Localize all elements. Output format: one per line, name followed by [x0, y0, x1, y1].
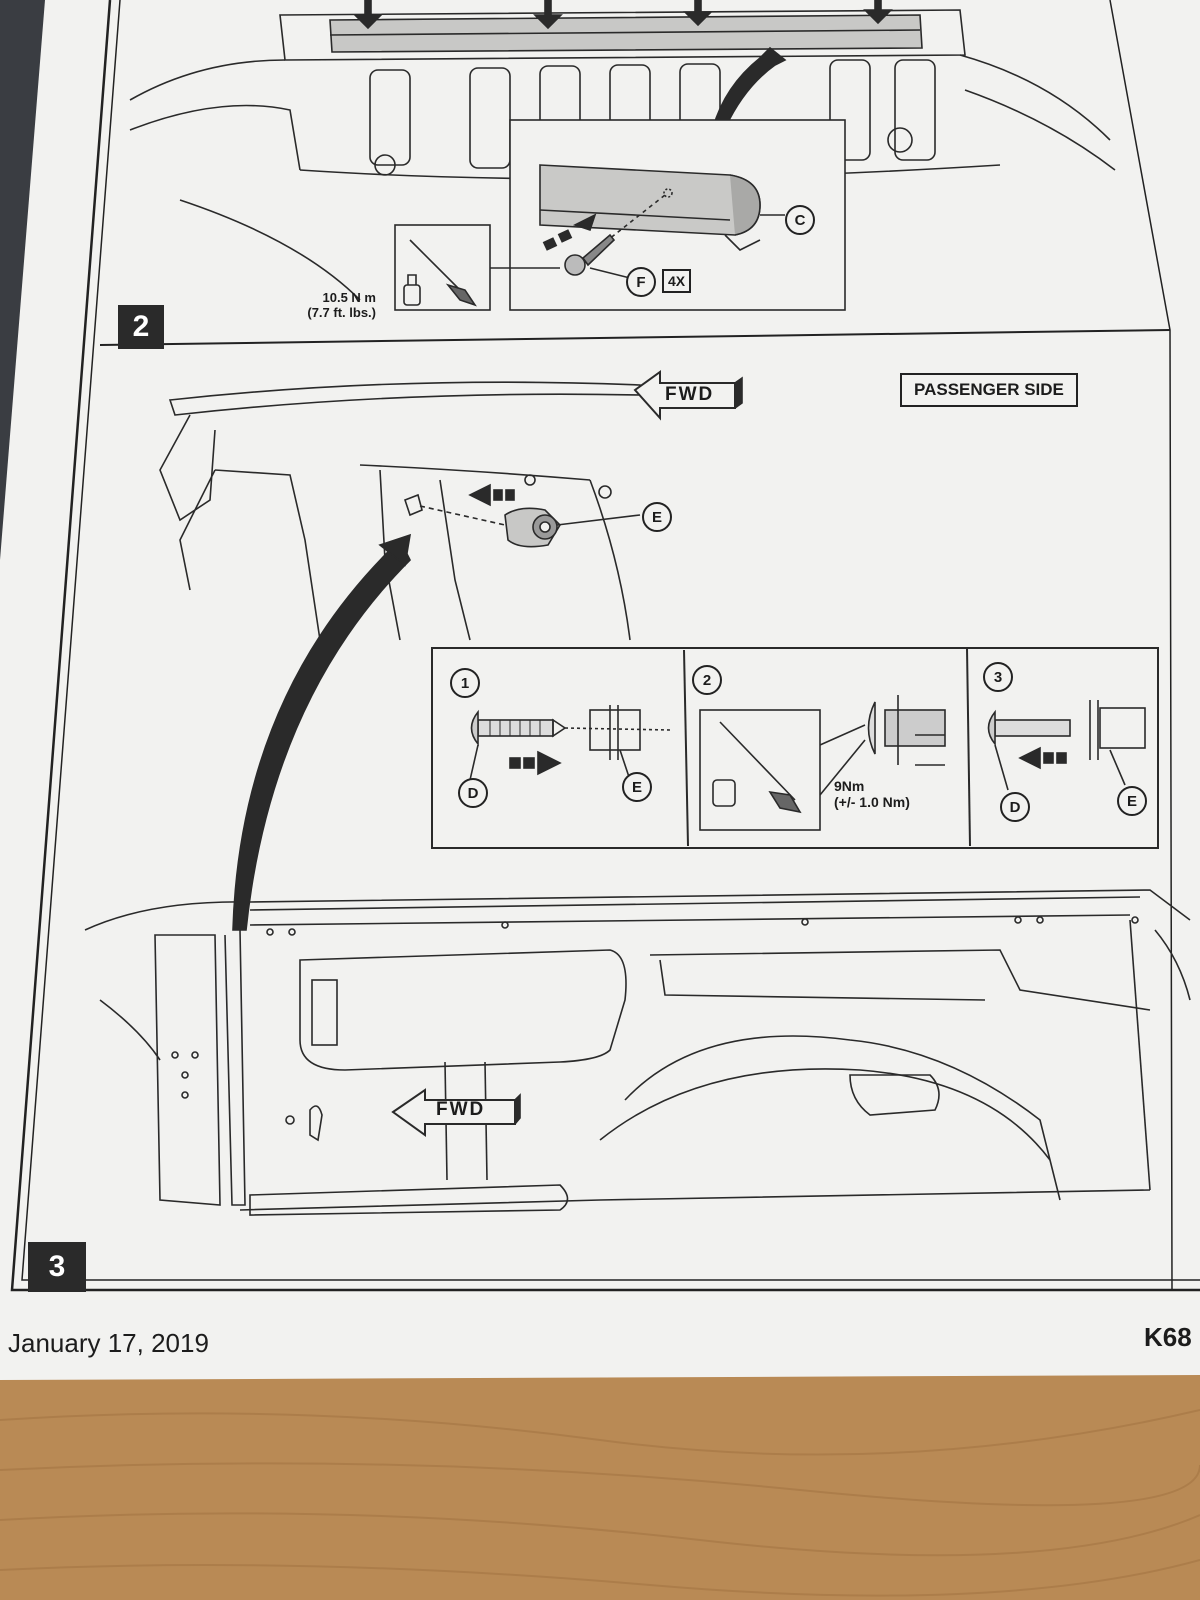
fwd-label-upper: FWD [665, 384, 715, 405]
footer-doc-code: K68 [1144, 1322, 1192, 1352]
substep-1-callout-d: D [458, 778, 488, 808]
wood-grain [0, 1409, 1200, 1597]
wood-table [0, 1380, 1200, 1600]
step-number-3: 3 [28, 1242, 86, 1292]
callout-e-main: E [642, 502, 672, 532]
substep-2-number: 2 [692, 665, 722, 695]
step-number-2: 2 [118, 305, 164, 349]
substep-2-torque-tolerance: (+/- 1.0 Nm) [834, 794, 910, 810]
callout-c: C [785, 205, 815, 235]
substep-1-callout-e: E [622, 772, 652, 802]
substep-3-number: 3 [983, 662, 1013, 692]
callout-f: F [626, 267, 656, 297]
substep-3-callout-e: E [1117, 786, 1147, 816]
section-divider [99, 329, 1171, 346]
substep-1-number: 1 [450, 668, 480, 698]
substep-3-callout-d: D [1000, 792, 1030, 822]
fwd-label-lower: FWD [436, 1099, 486, 1120]
substep-2-torque-value: 9Nm [834, 778, 865, 794]
substep-2-torque: 9Nm (+/- 1.0 Nm) [834, 778, 910, 810]
quantity-badge: 4X [662, 269, 692, 293]
passenger-side-label: PASSENGER SIDE [900, 373, 1078, 407]
torque-imperial: (7.7 ft. lbs.) [307, 305, 376, 320]
step2-torque-label: 10.5 N m (7.7 ft. lbs.) [284, 290, 376, 320]
step3-illustration [84, 370, 1191, 1216]
footer-date: January 17, 2019 [8, 1328, 209, 1358]
torque-metric: 10.5 N m [322, 290, 376, 305]
